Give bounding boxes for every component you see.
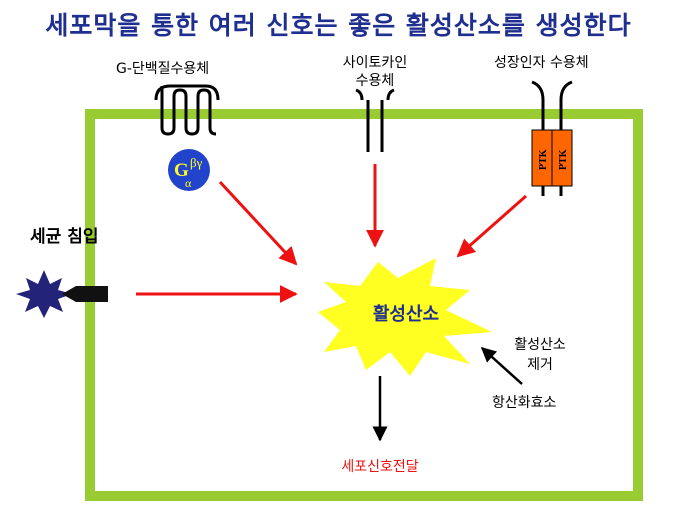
cell-membrane xyxy=(85,109,643,501)
cytokine-label-line2: 수용체 xyxy=(355,73,395,89)
alpha-letter: α xyxy=(185,176,192,190)
bacteria-invasion-label: 세균 침입 xyxy=(30,227,99,247)
g-letter: G xyxy=(174,160,189,181)
arrow-growthfactor-to-ros xyxy=(456,194,527,258)
page-title: 세포막을 통한 여러 신호는 좋은 활성산소를 생성한다 xyxy=(45,11,632,40)
ros-removal-line1: 활성산소 xyxy=(514,337,566,353)
g-protein-icon xyxy=(168,149,210,191)
ros-removal-line2: 제거 xyxy=(527,357,553,373)
ptk-label-right: PTK xyxy=(558,149,569,170)
bacteria-receptor-icon xyxy=(62,286,108,302)
bacteria-icon xyxy=(16,270,72,318)
ptk-label-left: PTK xyxy=(538,149,549,170)
arrow-antioxidant-to-ros xyxy=(480,346,523,385)
ros-starburst xyxy=(318,258,492,376)
growth-factor-label: 성장인자 수용체 xyxy=(494,55,589,71)
arrow-gprotein-to-ros xyxy=(218,180,298,266)
gpcr-receptor-icon xyxy=(160,86,217,136)
signal-transduction-label: 세포신호전달 xyxy=(341,459,419,475)
cytokine-receptor-icon xyxy=(355,88,395,152)
antioxidant-label: 항산화효소 xyxy=(492,395,557,411)
betagamma-letters: βγ xyxy=(190,155,203,170)
ros-label: 활성산소 xyxy=(373,304,439,325)
gpcr-label: G-단백질수용체 xyxy=(116,61,210,77)
growth-factor-receptor-icon xyxy=(531,80,573,196)
cytokine-label-line1: 사이토카인 xyxy=(342,55,408,71)
ptk-domain-right xyxy=(551,129,573,187)
